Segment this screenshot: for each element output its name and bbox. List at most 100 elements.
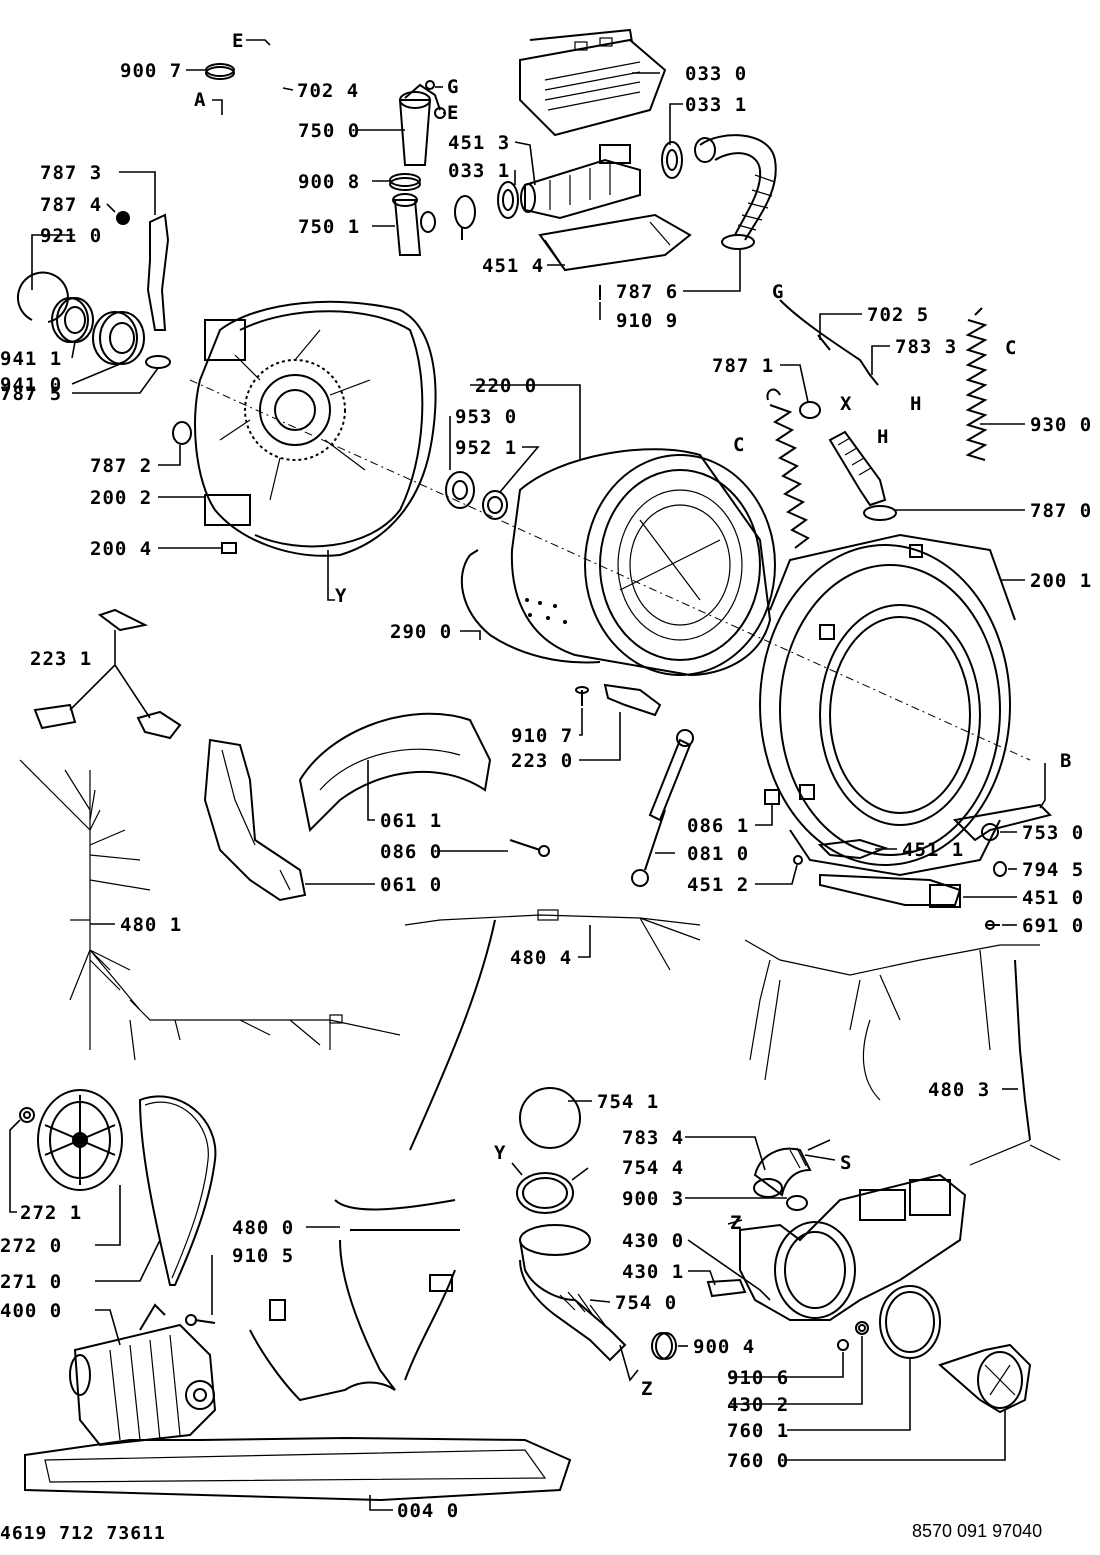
part-430-1 [706,1278,747,1298]
label-430-0: 430 0 [622,1230,684,1252]
label-787-2: 787 2 [90,455,152,477]
label-952-1: 952 1 [455,437,517,459]
bracket-451-1 [817,838,888,860]
label-941-0: 941 0 [0,374,62,396]
pump-430-0 [739,1173,967,1321]
label-930-0: 930 0 [1030,414,1092,436]
label-061-1: 061 1 [380,810,442,832]
letter-S: S [840,1152,851,1174]
spring-c [766,388,810,549]
label-900-8: 900 8 [298,171,360,193]
label-900-4: 900 4 [693,1336,755,1358]
label-691-0: 691 0 [1022,915,1084,937]
base-004-0 [24,1436,572,1502]
label-750-1: 750 1 [298,216,360,238]
clamp-033-1-left [497,181,519,219]
screw-691-0 [985,920,1000,930]
label-941-1: 941 1 [0,348,62,370]
label-223-1: 223 1 [30,648,92,670]
clip-900-8 [389,173,421,191]
label-220-0: 220 0 [475,375,537,397]
label-451-0: 451 0 [1022,887,1084,909]
belt-271-0 [138,1095,217,1286]
label-451-3: 451 3 [448,132,510,154]
label-750-0: 750 0 [298,120,360,142]
clip-900-4 [651,1332,677,1360]
label-760-1: 760 1 [727,1420,789,1442]
letter-X: X [840,393,852,415]
label-760-0: 760 0 [727,1450,789,1472]
label-033-0: 033 0 [685,63,747,85]
pulley-272-0 [37,1089,123,1191]
label-430-1: 430 1 [622,1261,684,1283]
label-953-0: 953 0 [455,406,517,428]
ring-794-5 [993,861,1007,877]
label-702-5: 702 5 [867,304,929,326]
label-480-3: 480 3 [928,1079,990,1101]
label-910-9: 910 9 [616,310,678,332]
letter-A: A [194,89,206,111]
heater-451-3 [520,144,641,220]
rear-tub-200-2 [194,300,437,557]
letter-E-top: E [232,30,243,52]
clip-086-1 [764,789,780,805]
wire-290-0 [460,549,601,664]
label-787-1: 787 1 [712,355,774,377]
label-271-0: 271 0 [0,1271,62,1293]
label-200-4: 200 4 [90,538,152,560]
label-787-0: 787 0 [1030,500,1092,522]
cable-702-5 [779,299,879,386]
label-794-5: 794 5 [1022,859,1084,881]
label-200-1: 200 1 [1030,570,1092,592]
tray-451-4 [538,213,692,272]
tube-750-0 [398,80,446,166]
label-787-6: 787 6 [616,281,678,303]
sensor-753-0 [952,803,1052,842]
cover-033-0 [519,28,667,137]
part-223-1 [33,608,182,740]
damper-081-0 [631,729,694,887]
clip-787-1 [799,401,821,419]
bolt-086-0 [509,839,550,857]
harness-480-4 [404,909,701,1151]
part-223-0 [603,683,662,717]
label-754-1: 754 1 [597,1091,659,1113]
label-272-1: 272 1 [20,1202,82,1224]
tube-750-1 [392,193,436,256]
screw-910-5 [185,1314,216,1326]
letter-Y-bottom: Y [494,1142,506,1164]
front-tub-200-1 [759,533,1016,877]
hose-787-2 [146,383,192,445]
label-787-4: 787 4 [40,194,102,216]
clamp-033-1-right [661,141,683,179]
letter-H-mid: H [877,426,888,448]
letter-C-mid: C [733,434,744,456]
connection-letters: E A G E G H X H C C Y B Y S Z Z [194,30,1071,1400]
clip-787-5 [145,355,171,369]
letter-G-right: G [772,281,783,303]
label-400-0: 400 0 [0,1300,62,1322]
label-754-0: 754 0 [615,1292,677,1314]
screw-910-6 [837,1339,849,1351]
label-900-7: 900 7 [120,60,182,82]
letter-G-top: G [447,76,458,98]
label-480-1: 480 1 [120,914,182,936]
letter-H-top: H [910,393,921,415]
plug-787-4 [116,211,130,225]
label-910-5: 910 5 [232,1245,294,1267]
label-753-0: 753 0 [1022,822,1084,844]
label-451-2: 451 2 [687,874,749,896]
drum-220-0 [510,448,776,677]
ring-small [454,195,476,240]
gasket-760-1 [879,1285,941,1359]
filter-760-0 [938,1343,1032,1414]
counterweight-061-0 [203,738,307,902]
counterweight-061-1 [298,712,492,833]
drum-axis [189,379,1031,761]
screw-451-2 [793,855,803,865]
label-430-2: 430 2 [727,1394,789,1416]
letter-Z-top: Z [730,1212,741,1234]
part-labels: 900 7 702 4 750 0 900 8 750 1 033 0 033 … [0,60,1092,1522]
label-086-1: 086 1 [687,815,749,837]
